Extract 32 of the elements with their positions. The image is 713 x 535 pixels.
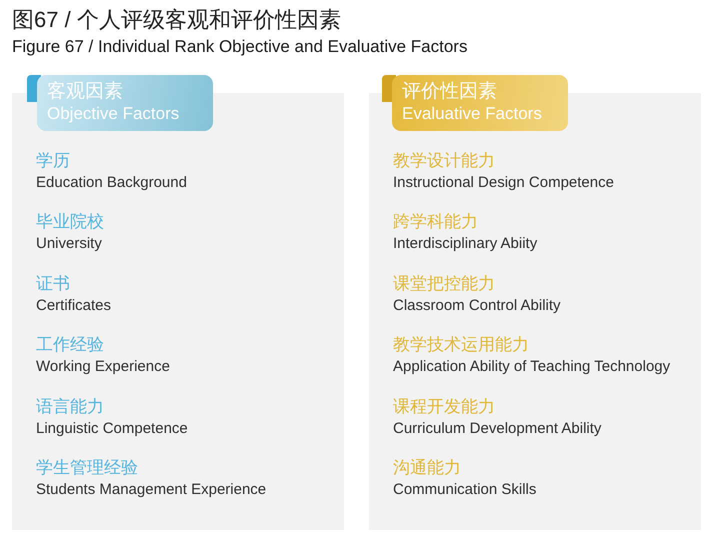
factor-name: 课堂把控能力 — [393, 274, 495, 294]
factor-translation: Interdisciplinary Abiity — [393, 235, 538, 254]
factor-name: 课程开发能力 — [393, 396, 495, 417]
factor-translation: Instructional Design Competence — [393, 174, 614, 192]
factor-name: 工作经验 — [36, 335, 104, 356]
section-title: 客观因素 — [47, 80, 123, 103]
factor-translation: Linguistic Competence — [36, 420, 188, 438]
factor-translation: Education Background — [36, 174, 187, 192]
factor-translation: Classroom Control Ability — [393, 296, 561, 315]
factor-name: 证书 — [36, 274, 70, 294]
factor-translation: Working Experience — [36, 358, 170, 376]
factor-name: 教学技术运用能力 — [393, 335, 529, 356]
factor-translation: University — [36, 235, 102, 254]
factor-name: 学生管理经验 — [36, 458, 138, 478]
figure-title: 图67 / 个人评级客观和评价性因素 — [12, 6, 341, 34]
section-header-tab — [37, 75, 213, 131]
factor-name: 沟通能力 — [393, 458, 461, 478]
factor-name: 跨学科能力 — [393, 212, 478, 232]
section-header-tab — [392, 75, 568, 131]
figure-subtitle: Figure 67 / Individual Rank Objective and Evaluative Factors — [12, 36, 468, 57]
section-title: 评价性因素 — [402, 80, 497, 103]
factor-name: 学历 — [36, 151, 70, 171]
section-subtitle: Evaluative Factors — [402, 104, 542, 124]
factor-translation: Certificates — [36, 296, 112, 315]
factor-name: 语言能力 — [36, 396, 104, 417]
factor-name: 毕业院校 — [36, 212, 104, 232]
factor-translation: Application Ability of Teaching Technology — [393, 358, 670, 376]
factor-name: 教学设计能力 — [393, 151, 495, 171]
factor-translation: Curriculum Development Ability — [393, 420, 602, 438]
section-subtitle: Objective Factors — [47, 104, 180, 124]
factor-translation: Communication Skills — [393, 481, 536, 499]
factor-translation: Students Management Experience — [36, 481, 266, 499]
